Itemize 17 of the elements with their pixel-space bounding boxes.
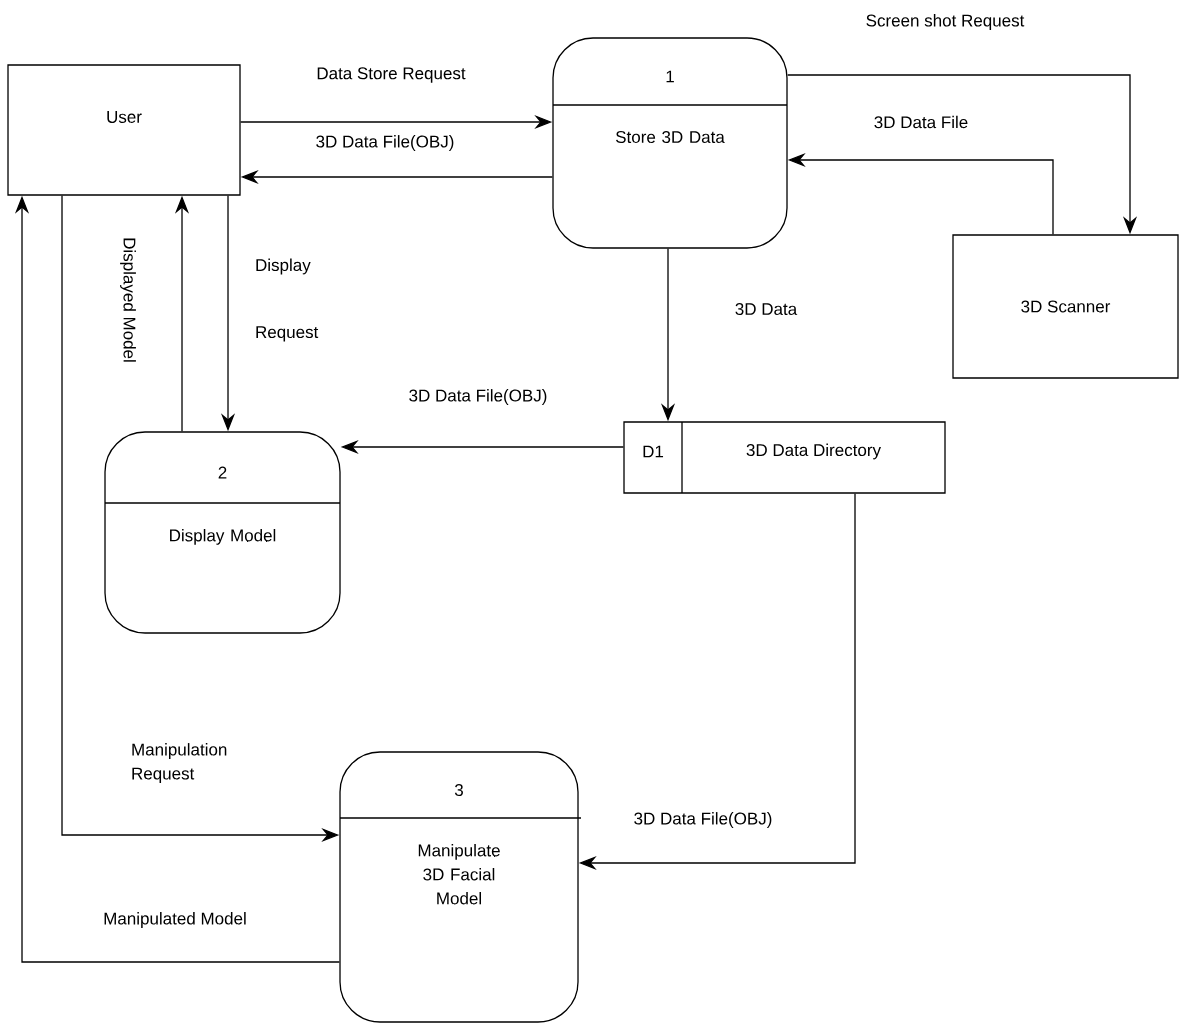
edge-label: Display Request <box>256 258 319 342</box>
process-box: 2 Display Model <box>104 431 341 634</box>
edge-label: Displayed Model <box>120 238 136 362</box>
edge-label: Data Store Request <box>317 67 466 83</box>
process-box: 3 Manipulate 3D Facial Model <box>339 751 582 1023</box>
edge-label: 3D Data <box>735 303 798 316</box>
edge-label: 3D Data File(OBJ) <box>409 389 547 405</box>
edge-label: Manipulation Request <box>132 743 227 783</box>
process-box: 1 Store 3D Data <box>552 37 788 249</box>
edge-label: Screen shot Request <box>866 14 1025 30</box>
edge-label: 3D Data File(OBJ) <box>316 135 454 151</box>
entity-box: User <box>7 64 241 196</box>
edge-label: 3D Data File <box>874 115 968 129</box>
entity-box: 3D Scanner <box>952 234 1179 379</box>
edge-label: Manipulated Model <box>104 912 246 928</box>
data-store: D1 3D Data Directory <box>623 421 946 494</box>
edge-label: 3D Data File(OBJ) <box>634 812 772 828</box>
